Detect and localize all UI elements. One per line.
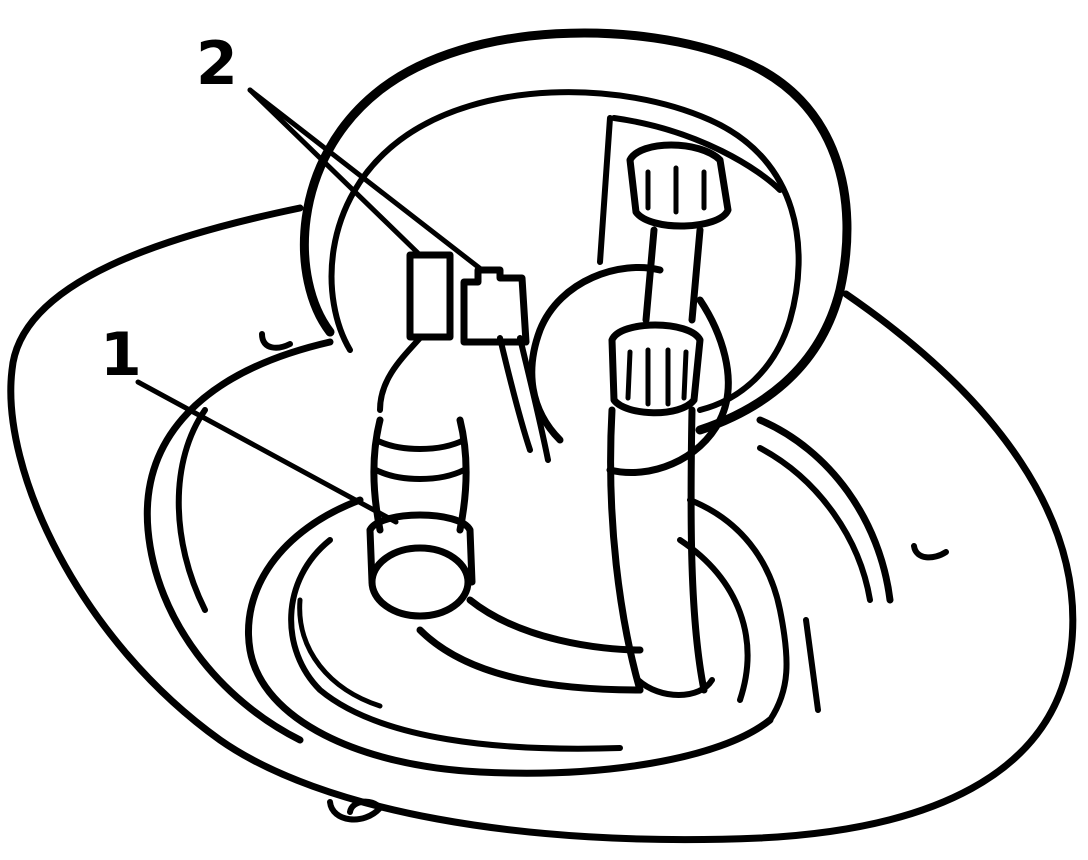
callout-2-label: 2 (196, 29, 238, 99)
leader-2-right (247, 87, 485, 273)
supply-hose (607, 406, 708, 694)
pump-body-rings (373, 437, 467, 482)
supply-line-nut-hex (645, 165, 707, 215)
component-2-connector-left (406, 251, 454, 341)
tank-opening-ring-right (756, 416, 894, 604)
tank-neck-edge (803, 617, 821, 713)
tank-neck-right-inner (677, 537, 751, 703)
component-1-outlet-cup (368, 544, 472, 620)
component-1-outlet-body (366, 511, 476, 586)
supply-line-nut-lower (608, 321, 704, 417)
callout-1-label: 1 (100, 320, 142, 390)
supply-line-pipe (642, 226, 704, 324)
electrical-wires (377, 335, 551, 463)
tank-opening-ring-inner (175, 407, 208, 613)
tank-neck-ring (245, 496, 774, 777)
sender-disc-outer (299, 28, 852, 435)
flange-clip-left (259, 331, 293, 351)
tank-neck-right (687, 497, 790, 723)
supply-line-nut-lower-flutes (625, 347, 689, 407)
flange-clip-bottom (327, 798, 383, 823)
flange-clip-right (911, 543, 949, 561)
sender-disc-inner (328, 89, 802, 413)
supply-line-nut-cap (626, 141, 732, 230)
leader-1 (135, 379, 399, 525)
component-2-connector-right (460, 266, 530, 346)
tank-opening-ring (143, 338, 334, 744)
tank-opening-ring-right-inner (757, 445, 873, 603)
tank-neck-ring-inner (288, 537, 623, 752)
leader-2-left (247, 87, 423, 258)
hose-clamp (635, 677, 715, 698)
outer-flange (7, 204, 1077, 844)
return-hose (416, 596, 644, 694)
tank-neck-ring-inner-2 (297, 597, 383, 709)
mount-bracket (597, 115, 783, 265)
